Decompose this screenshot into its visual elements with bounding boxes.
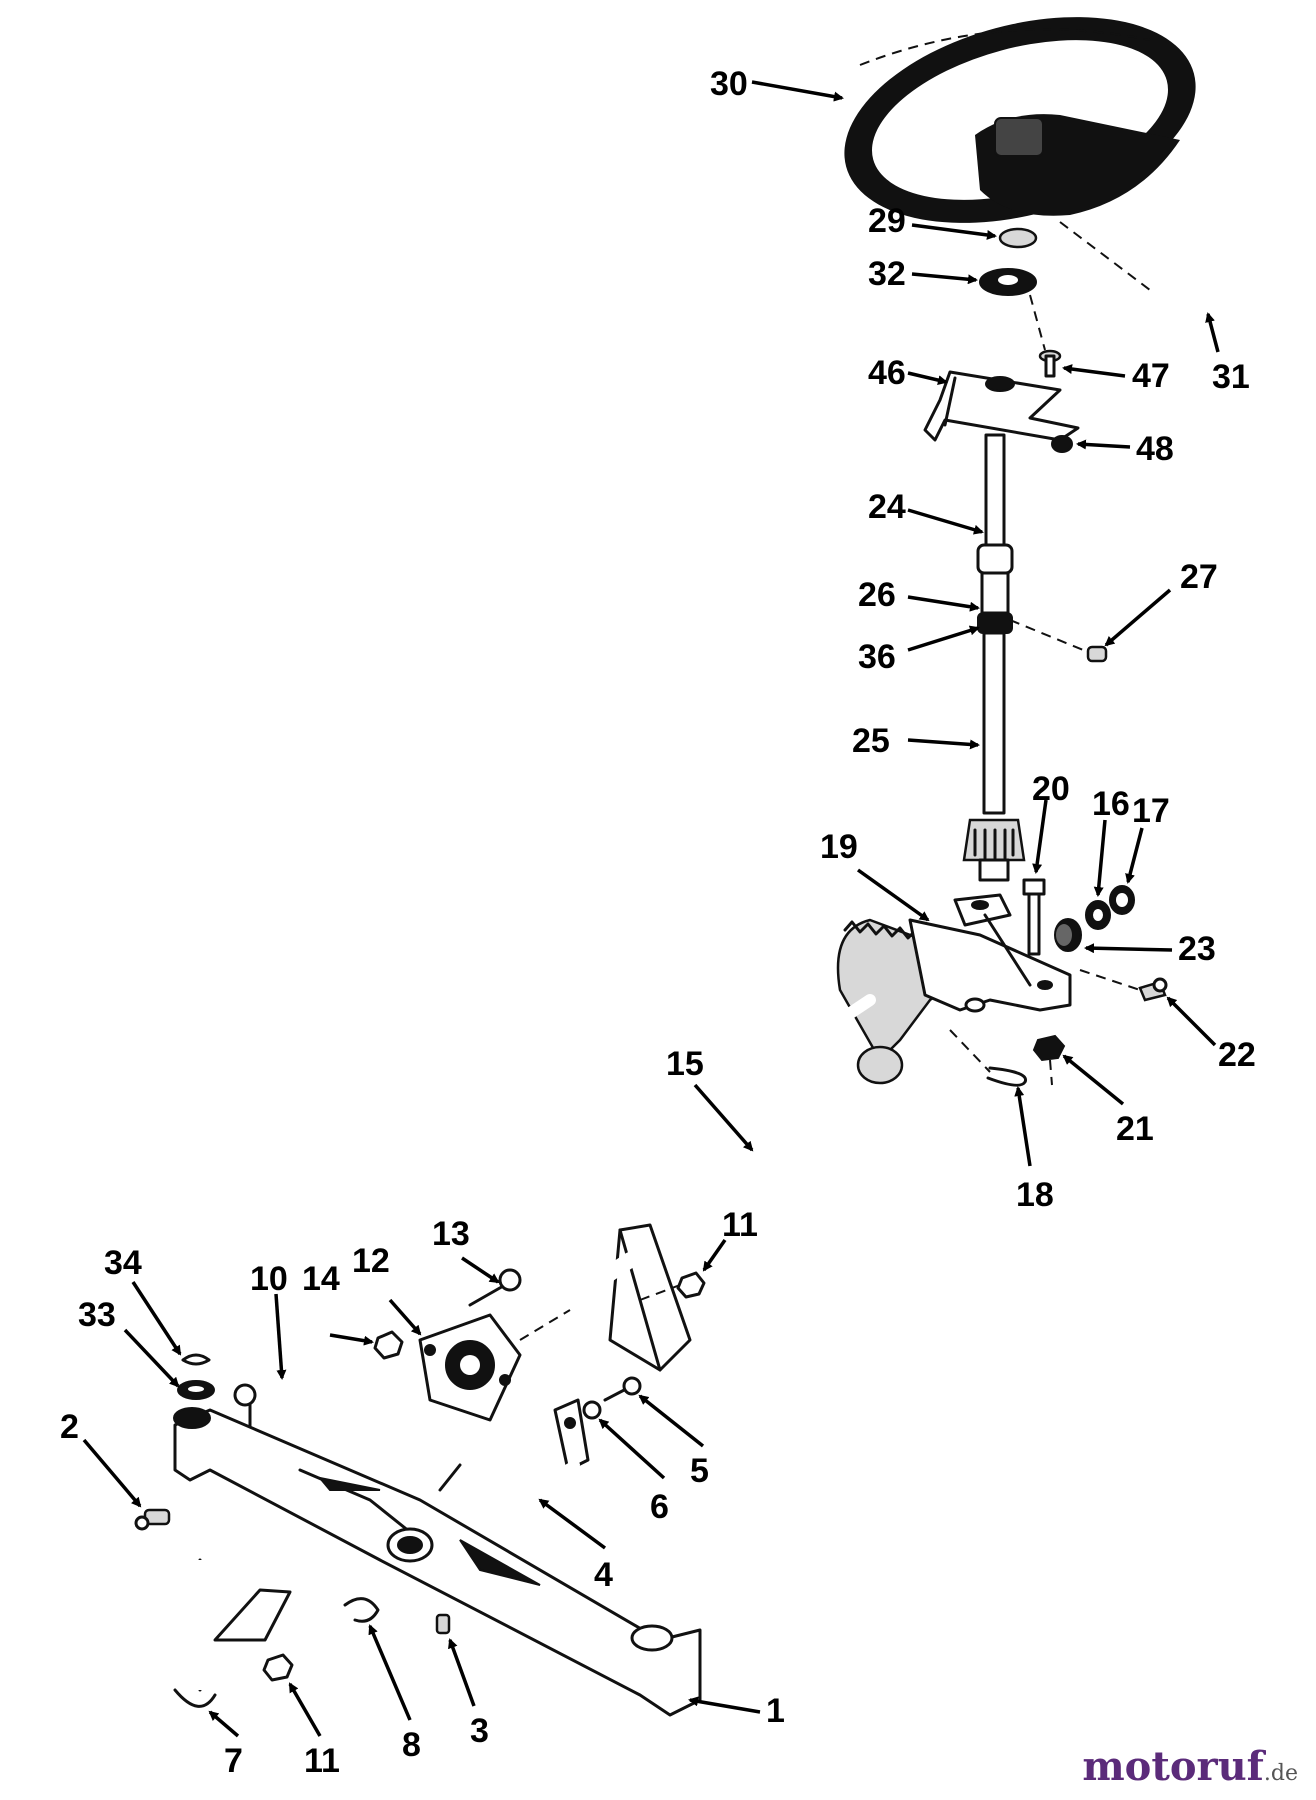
- callout-7: 7: [224, 1742, 243, 1780]
- callout-2: 2: [60, 1408, 79, 1446]
- washer: [1085, 900, 1111, 930]
- spindle-pin: [510, 1460, 580, 1505]
- pivot-plate: [608, 1223, 692, 1372]
- cup-washer: [998, 227, 1038, 249]
- hex-nut: [676, 1271, 706, 1299]
- washer: [1109, 885, 1135, 915]
- callout-labels: 30 29 32 31 46 47 48 24 26 27 36 25 20 1…: [60, 65, 1256, 1780]
- steering-support-bracket: [923, 370, 1080, 442]
- callout-20: 20: [1032, 770, 1070, 808]
- steering-wheel: [844, 17, 1196, 223]
- watermark-tld: .de: [1263, 1761, 1298, 1786]
- callout-17: 17: [1132, 792, 1170, 830]
- callout-46: 46: [868, 354, 906, 392]
- callout-4: 4: [594, 1556, 613, 1594]
- spindle: [74, 1558, 292, 1711]
- callout-10: 10: [250, 1260, 288, 1298]
- callout-5: 5: [690, 1452, 709, 1490]
- hex-bolt: [468, 1268, 522, 1307]
- hex-nut: [1051, 435, 1073, 453]
- callout-33: 33: [78, 1296, 116, 1334]
- callout-27: 27: [1180, 558, 1218, 596]
- washer: [177, 1380, 215, 1400]
- callout-23: 23: [1178, 930, 1216, 968]
- callout-47: 47: [1132, 357, 1170, 395]
- callout-11-lower: 11: [304, 1742, 340, 1780]
- callout-30: 30: [710, 65, 748, 103]
- hex-bolt: [603, 1376, 642, 1402]
- callout-21: 21: [1116, 1110, 1154, 1148]
- retaining-ring: [343, 1597, 380, 1623]
- callout-36: 36: [858, 638, 896, 676]
- callout-34: 34: [104, 1244, 142, 1282]
- callout-12: 12: [352, 1242, 390, 1280]
- callout-15: 15: [666, 1045, 704, 1083]
- leader-arrows: [82, 80, 1220, 1738]
- set-screw: [1086, 645, 1108, 663]
- tie-rod: [233, 1383, 462, 1492]
- callout-22: 22: [1218, 1036, 1256, 1074]
- lock-washer: [582, 1400, 602, 1420]
- grease-fitting: [1138, 977, 1168, 1002]
- roll-pin: [1144, 288, 1212, 306]
- callout-11-upper: 11: [722, 1206, 758, 1244]
- callout-31: 31: [1212, 358, 1250, 396]
- grease-fitting: [134, 1508, 171, 1531]
- cotter-pin: [986, 1066, 1028, 1087]
- spacer: [1054, 918, 1082, 952]
- callout-6: 6: [650, 1488, 669, 1526]
- watermark: motoruf.de: [1082, 1745, 1298, 1796]
- callout-32: 32: [868, 255, 906, 293]
- hex-nut: [1032, 1034, 1066, 1062]
- watermark-text: motoruf: [1082, 1743, 1264, 1790]
- callout-14: 14: [302, 1260, 340, 1298]
- bolt: [1038, 349, 1062, 378]
- callout-16: 16: [1092, 785, 1130, 823]
- callout-29: 29: [868, 202, 906, 240]
- steering-arm: [553, 1398, 590, 1472]
- pivot-pin: [577, 1252, 638, 1298]
- retaining-ring: [181, 1353, 211, 1366]
- hex-nut: [262, 1653, 294, 1682]
- hex-nut: [373, 1330, 404, 1360]
- grease-fitting: [435, 1613, 451, 1635]
- callout-3: 3: [470, 1712, 489, 1750]
- callout-26: 26: [858, 576, 896, 614]
- callout-1: 1: [766, 1692, 785, 1730]
- hex-bolt: [1022, 878, 1046, 956]
- callout-8: 8: [402, 1726, 421, 1764]
- callout-18: 18: [1016, 1176, 1054, 1214]
- callout-25: 25: [852, 722, 890, 760]
- drag-link: [594, 994, 904, 1186]
- callout-48: 48: [1136, 430, 1174, 468]
- callout-24: 24: [868, 488, 906, 526]
- callout-13: 13: [432, 1215, 470, 1253]
- sector-gear-assembly: [836, 893, 1072, 1063]
- callout-19: 19: [820, 828, 858, 866]
- flange-bearing: [418, 1313, 522, 1422]
- steering-shaft: [962, 433, 1026, 882]
- front-axle: [173, 1407, 702, 1717]
- washer: [979, 268, 1037, 296]
